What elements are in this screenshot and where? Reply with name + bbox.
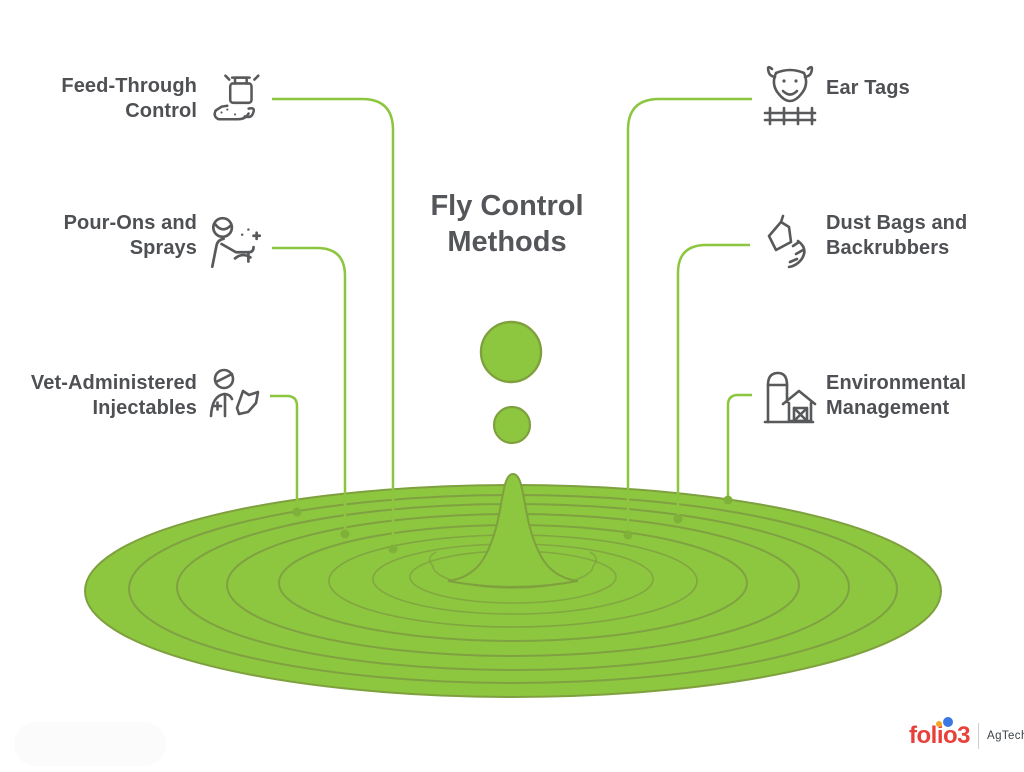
label-dust-bags-backrubbers: Dust Bags and Backrubbers [826,212,968,259]
connector-dust-bags [676,243,750,516]
watermark-blob [14,722,166,766]
connector-end-dot [723,495,733,505]
folio3-agtech-logo: folio3 AgTech [909,716,1024,756]
label-vet-injectables: Vet-Administered Injectables [30,372,197,419]
connector-feed-through [272,97,395,546]
connector-pour-ons [272,246,347,531]
logo-yellow-dot-icon [936,721,942,727]
connector-end-dot [623,530,633,540]
connector-end-dot [340,529,350,539]
connector-ear-tags [626,97,752,532]
logo-blue-dot-icon [943,717,953,727]
droplet-large [479,320,543,384]
page-title: Fly Control Methods [387,188,627,260]
droplet-small [492,405,532,445]
dust-bag-icon [752,212,820,276]
label-ear-tags: Ear Tags [826,77,910,99]
connector-end-dot [673,514,683,524]
splash-spike [447,472,579,588]
pour-on-spray-icon [203,210,269,278]
title-line-2: Methods [447,226,567,258]
logo-divider [978,723,979,749]
connector-end-dot [388,544,398,554]
connector-environmental [726,393,752,497]
logo-brand-text: folio3 [909,717,971,750]
connector-vet-injectables [270,394,299,509]
feed-supplement-icon [206,64,268,130]
logo-division-text: AgTech [987,730,1024,742]
title-line-1: Fly Control [430,190,584,222]
barn-silo-icon [756,366,820,430]
cow-ear-tag-icon [758,60,822,128]
label-pour-ons-sprays: Pour-Ons and Sprays [63,212,197,259]
label-environmental-management: Environmental Management [826,372,967,419]
vet-injectable-icon [203,366,267,430]
label-feed-through-control: Feed-Through Control [61,75,197,122]
connector-end-dot [292,507,302,517]
